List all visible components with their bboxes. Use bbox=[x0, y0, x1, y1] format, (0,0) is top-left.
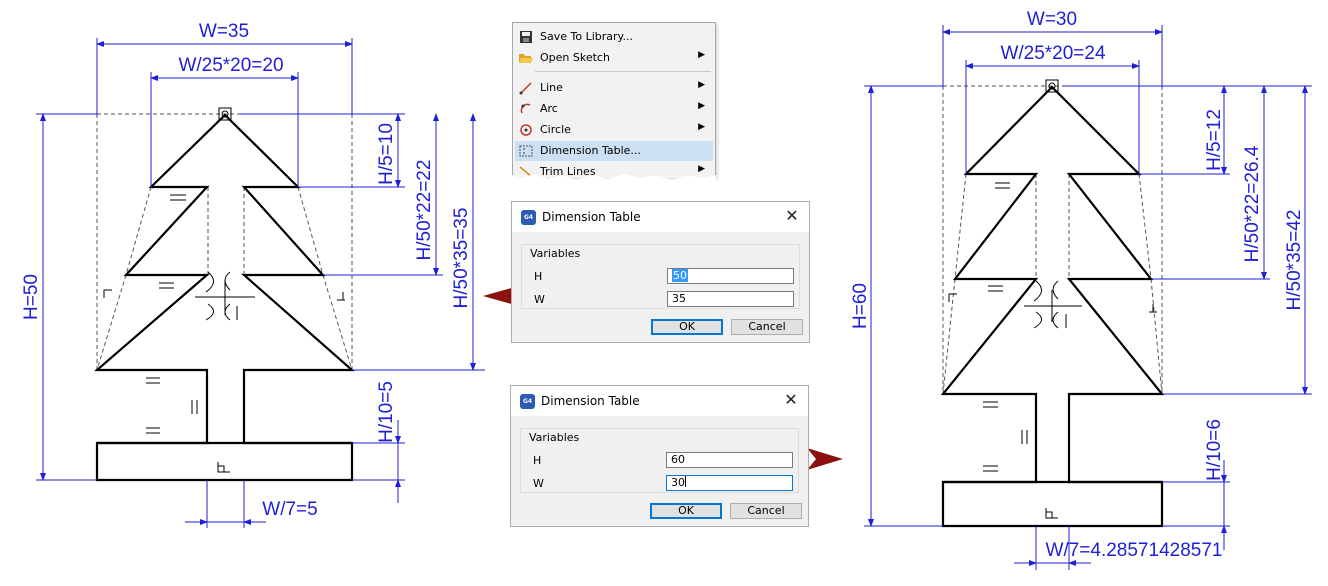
line-icon bbox=[518, 81, 534, 95]
right-constraint-glyphs bbox=[948, 79, 1157, 519]
right-dim-h-top[interactable]: H/5=12 bbox=[1204, 109, 1225, 171]
var-h-label: H bbox=[533, 454, 542, 467]
dimension-table-dialog-1: G4 Dimension Table ✕ Variables H 50 W 35… bbox=[511, 201, 810, 343]
left-dimension-lines bbox=[36, 38, 485, 528]
var-w-label: W bbox=[534, 293, 545, 306]
menu-item-open-sketch[interactable]: Open Sketch ▶ bbox=[515, 48, 713, 68]
left-dim-height[interactable]: H=50 bbox=[21, 274, 42, 320]
circle-icon bbox=[518, 123, 534, 137]
right-tree-outline[interactable] bbox=[940, 85, 1165, 528]
var-h-value: 60 bbox=[671, 453, 685, 466]
ok-button[interactable]: OK bbox=[651, 319, 723, 335]
left-dim-h-top[interactable]: H/5=10 bbox=[376, 123, 397, 185]
save-icon bbox=[518, 30, 534, 44]
ok-button[interactable]: OK bbox=[650, 503, 722, 519]
var-h-value: 50 bbox=[672, 269, 688, 282]
var-h-input[interactable]: 60 bbox=[666, 452, 793, 468]
var-w-input[interactable]: 35 bbox=[667, 291, 794, 307]
var-h-input[interactable]: 50 bbox=[667, 268, 794, 284]
context-menu: Save To Library... Open Sketch ▶ Line ▶ … bbox=[512, 22, 716, 184]
left-construction-lines bbox=[96, 113, 353, 371]
variables-group bbox=[521, 244, 800, 309]
left-tree-drawing[interactable]: W=35 W/25*20=20 H=50 H/5=10 H/50*22=22 H… bbox=[21, 21, 485, 528]
dialog-titlebar[interactable]: G4 Dimension Table ✕ bbox=[512, 202, 809, 232]
var-w-value: 30 bbox=[671, 476, 685, 489]
torn-edge bbox=[512, 174, 716, 184]
var-w-label: W bbox=[533, 477, 544, 490]
submenu-arrow-icon: ▶ bbox=[698, 164, 705, 174]
left-dim-h-base[interactable]: H/10=5 bbox=[376, 381, 397, 443]
left-dim-trunk[interactable]: W/7=5 bbox=[262, 499, 317, 520]
right-dim-h-base[interactable]: H/10=6 bbox=[1204, 419, 1225, 481]
cancel-button[interactable]: Cancel bbox=[730, 503, 802, 519]
dialog-titlebar[interactable]: G4 Dimension Table ✕ bbox=[511, 386, 808, 416]
var-w-value: 35 bbox=[672, 292, 686, 305]
submenu-arrow-icon: ▶ bbox=[698, 101, 705, 111]
menu-item-dimension-table[interactable]: Dimension Table... bbox=[515, 141, 713, 161]
submenu-arrow-icon: ▶ bbox=[698, 122, 705, 132]
folder-open-icon bbox=[518, 51, 534, 65]
menu-item-line[interactable]: Line ▶ bbox=[515, 78, 713, 98]
dialog-title: Dimension Table bbox=[541, 394, 640, 408]
variables-group bbox=[520, 428, 799, 493]
dialog-title: Dimension Table bbox=[542, 210, 641, 224]
trim-lines-icon bbox=[518, 165, 534, 179]
text-caret bbox=[685, 476, 686, 487]
variables-group-label: Variables bbox=[530, 247, 581, 260]
variables-group-label: Variables bbox=[529, 431, 580, 444]
arc-icon bbox=[518, 102, 534, 116]
right-construction-lines bbox=[942, 85, 1163, 395]
menu-item-circle[interactable]: Circle ▶ bbox=[515, 120, 713, 140]
menu-item-trim-lines[interactable]: Trim Lines ▶ bbox=[515, 162, 713, 182]
arrow-right-icon bbox=[807, 448, 843, 470]
left-dim-h-mid[interactable]: H/50*22=22 bbox=[414, 160, 435, 261]
close-icon[interactable]: ✕ bbox=[785, 206, 799, 225]
right-tree-drawing[interactable]: W=30 W/25*20=24 H=60 H/5=12 H/50*22=26.4… bbox=[850, 9, 1312, 570]
app-icon: G4 bbox=[520, 394, 535, 409]
submenu-arrow-icon: ▶ bbox=[698, 50, 705, 60]
left-tree-outline[interactable] bbox=[94, 113, 355, 482]
menu-item-save-to-library[interactable]: Save To Library... bbox=[515, 27, 713, 47]
right-dim-h-mid[interactable]: H/50*22=26.4 bbox=[1242, 145, 1263, 262]
var-h-label: H bbox=[534, 270, 543, 283]
menu-item-arc[interactable]: Arc ▶ bbox=[515, 99, 713, 119]
right-dim-top-width[interactable]: W/25*20=24 bbox=[1000, 43, 1106, 64]
var-w-input[interactable]: 30 bbox=[666, 475, 793, 491]
right-dim-width[interactable]: W=30 bbox=[1027, 9, 1077, 30]
close-icon[interactable]: ✕ bbox=[784, 390, 798, 409]
submenu-arrow-icon: ▶ bbox=[698, 80, 705, 90]
dimension-table-icon bbox=[518, 144, 534, 158]
right-dim-height[interactable]: H=60 bbox=[850, 283, 871, 329]
left-dim-width[interactable]: W=35 bbox=[199, 21, 249, 42]
right-dimension-lines bbox=[864, 25, 1312, 570]
menu-separator bbox=[535, 71, 711, 72]
cancel-button[interactable]: Cancel bbox=[731, 319, 803, 335]
left-constraint-glyphs bbox=[103, 107, 345, 473]
right-dim-trunk[interactable]: W/7=4.28571428571 bbox=[1046, 540, 1223, 561]
right-dim-h-low[interactable]: H/50*35=42 bbox=[1284, 210, 1305, 311]
left-dim-h-low[interactable]: H/50*35=35 bbox=[451, 208, 472, 309]
dimension-table-dialog-2: G4 Dimension Table ✕ Variables H 60 W 30… bbox=[510, 385, 809, 527]
left-dim-top-width[interactable]: W/25*20=20 bbox=[178, 55, 283, 76]
app-icon: G4 bbox=[521, 210, 536, 225]
